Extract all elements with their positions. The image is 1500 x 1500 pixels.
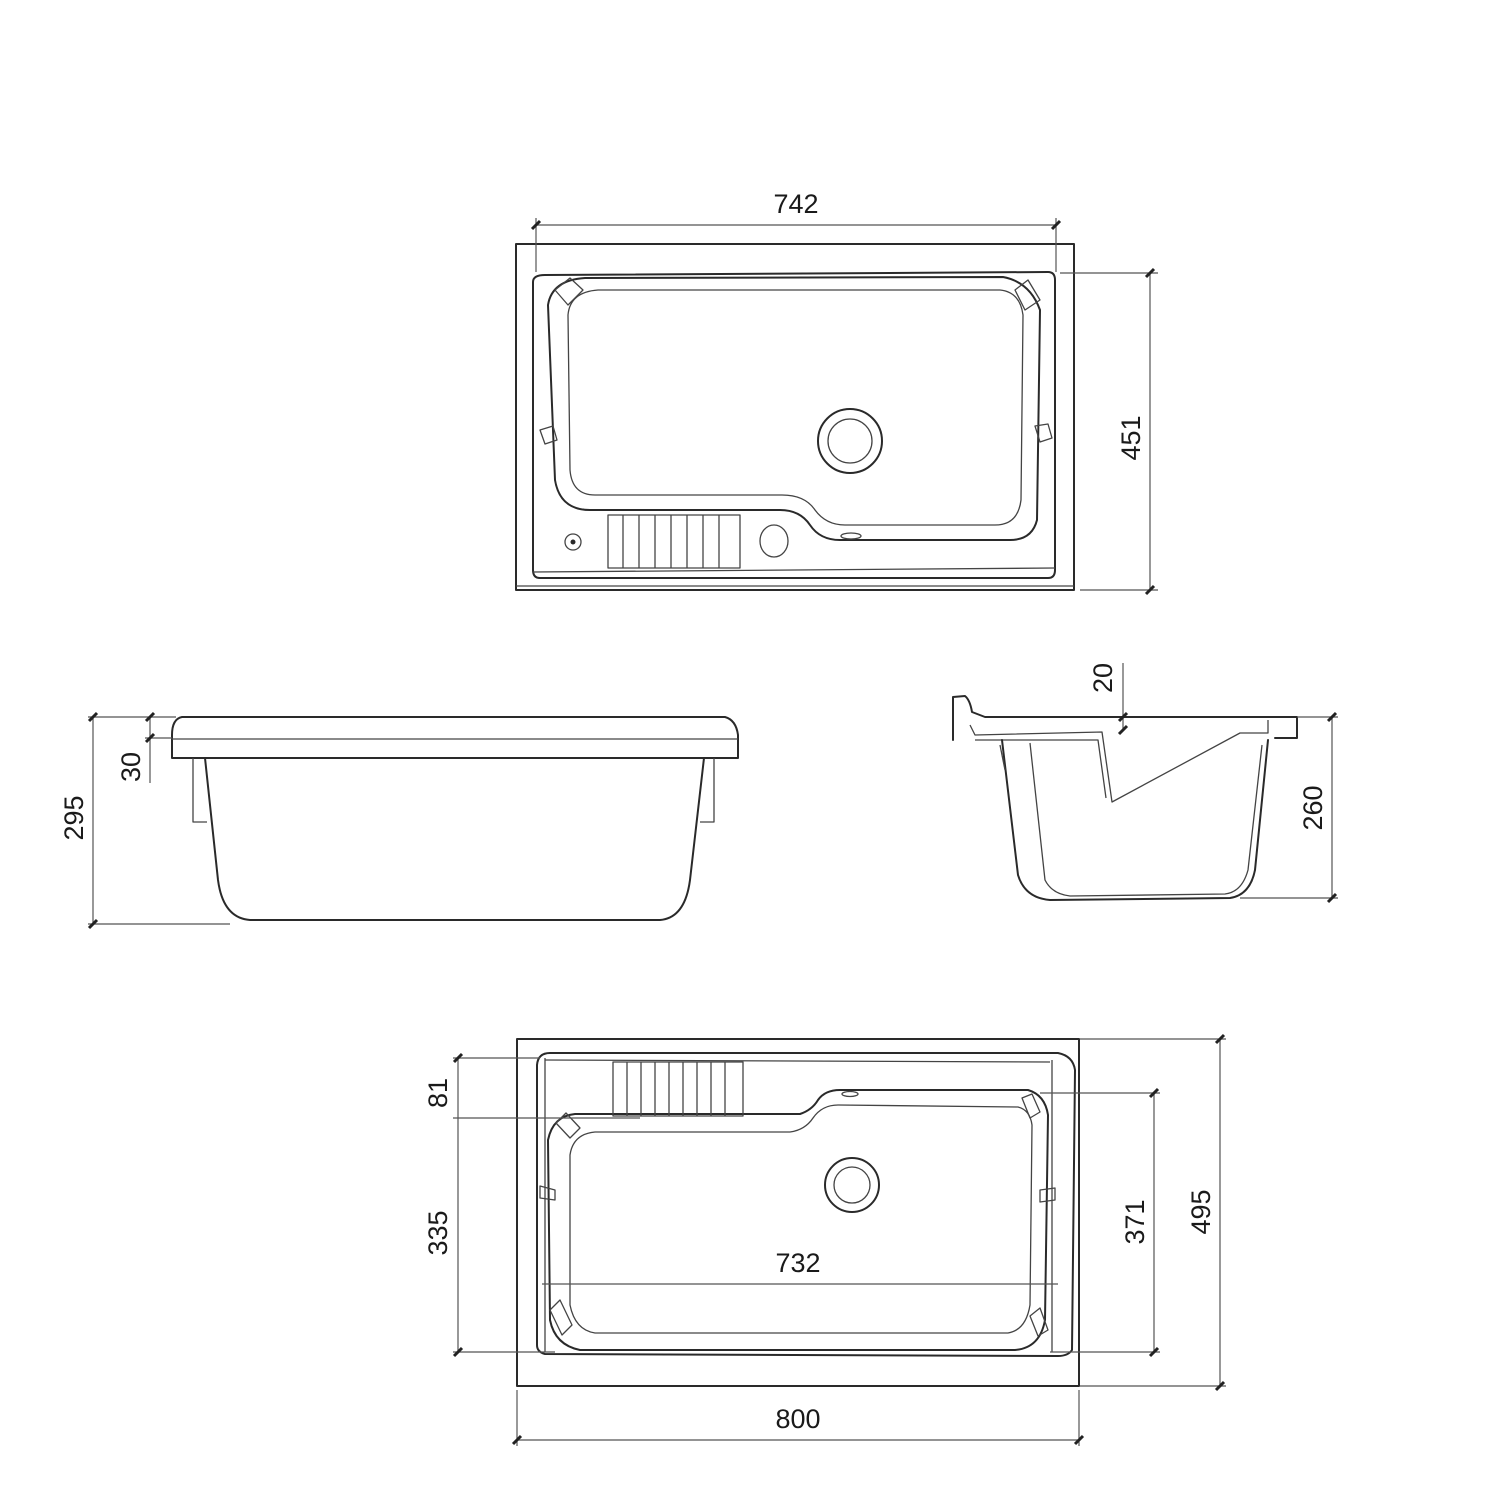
rim-section: [952, 695, 1298, 741]
washboard-ribs: [607, 514, 741, 569]
drain-icon: [824, 1157, 880, 1213]
dim-label-295: 295: [59, 795, 89, 840]
dim-label-260: 260: [1298, 785, 1328, 830]
basin-outline: [547, 276, 1041, 541]
dim-label-30: 30: [116, 752, 146, 782]
top-view-upper: 742 451: [515, 189, 1158, 596]
dim-overall-depth: 495: [1080, 1033, 1226, 1392]
dim-label-800: 800: [775, 1404, 820, 1434]
dim-depth: 451: [1060, 267, 1158, 596]
dim-rim-thickness: 30: [116, 711, 172, 783]
dim-label-371: 371: [1120, 1199, 1150, 1244]
faucet-hole-small-icon: [564, 533, 582, 551]
overflow-slot-icon: [840, 532, 862, 540]
washboard-ribs: [612, 1061, 744, 1117]
side-section: 20 260: [952, 663, 1338, 904]
outer-outline: [516, 1038, 1080, 1387]
dim-label-335: 335: [423, 1210, 453, 1255]
dim-basin-inner-width: 732: [542, 1248, 1058, 1285]
dim-label-451: 451: [1116, 415, 1146, 460]
inner-tray-outline: [532, 271, 1056, 579]
dim-overall-width: 800: [511, 1390, 1085, 1446]
dim-label-732: 732: [775, 1248, 820, 1278]
dim-rim-step: 20: [1088, 663, 1129, 736]
dim-label-495: 495: [1186, 1189, 1216, 1234]
rim-profile: [171, 716, 739, 759]
drain-icon: [817, 408, 883, 474]
basin-section: [1001, 739, 1269, 901]
front-elevation: 295 30: [59, 711, 739, 930]
outer-rim-outline: [515, 243, 1075, 591]
dim-label-742: 742: [773, 189, 818, 219]
overflow-slot-icon: [841, 1090, 859, 1098]
dim-basin-depth: 260: [1240, 711, 1338, 904]
dim-label-81: 81: [423, 1078, 453, 1108]
bowl-profile: [204, 757, 705, 921]
inner-tray-outline: [536, 1052, 1076, 1357]
dim-label-20: 20: [1088, 663, 1118, 693]
dim-basin-depth-right: 371: [1040, 1087, 1160, 1358]
basin-outline: [547, 1089, 1049, 1351]
faucet-hole-icon: [759, 524, 789, 558]
dim-basin-depth-left: 335: [423, 1118, 555, 1358]
dim-total-height: 295: [59, 711, 230, 930]
dim-washboard-depth: 81: [423, 1052, 640, 1119]
dim-inner-width: 742: [530, 189, 1062, 272]
top-view-lower: 81 335 732 371 495: [423, 1033, 1226, 1446]
